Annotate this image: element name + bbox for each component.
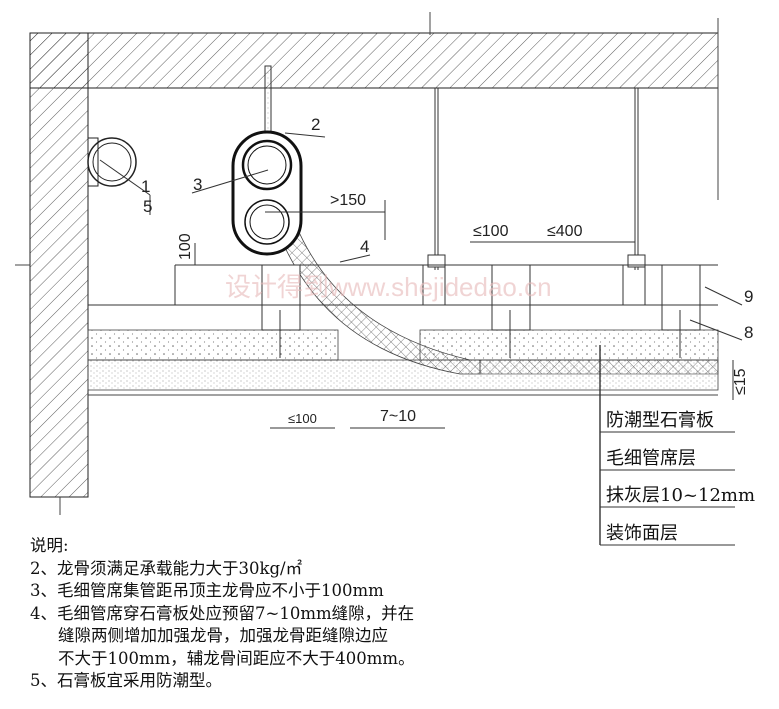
layer-label: 装饰面层 (606, 523, 678, 544)
dim-keel-spacing: ≤400 (547, 223, 583, 240)
callout-1: 1 (141, 177, 150, 196)
callout-9: 9 (744, 287, 753, 306)
concrete-slab (15, 12, 719, 515)
capillary-mat (267, 187, 481, 375)
leader-lines (99, 132, 743, 546)
note-item: 4、毛细管席穿石膏板处应预留7~10mm缝隙，并在 (30, 603, 415, 623)
note-item: 3、毛细管席集管距吊顶主龙骨应不小于100mm (30, 581, 384, 600)
note-item: 5、石膏板宜采用防潮型。 (30, 671, 222, 690)
note-item: 缝隙两侧增加加强龙骨，加强龙骨距缝隙边应 (58, 626, 388, 645)
callout-4: 4 (360, 237, 369, 256)
layer-label: 毛细管席层 (606, 448, 696, 469)
notes: 说明: 2、龙骨须满足承载能力大于30kg/㎡ 3、毛细管席集管距吊顶主龙骨应不… (30, 535, 415, 693)
callout-8: 8 (744, 323, 753, 342)
layer-label: 防潮型石膏板 (606, 409, 714, 431)
dim-layer-thickness: ≤15 (732, 368, 749, 395)
dim-gap: 7~10 (380, 408, 416, 425)
callout-3: 3 (193, 175, 202, 194)
dim-pipe-offset: >150 (330, 192, 366, 209)
dim-keel-edge: ≤100 (473, 223, 509, 240)
wall-pipe (87, 137, 137, 187)
ceiling-layers (87, 329, 719, 396)
sub-keels (261, 264, 701, 358)
note-item: 不大于100mm，辅龙骨间距应不大于400mm。 (58, 648, 415, 668)
note-item: 2、龙骨须满足承载能力大于30kg/㎡ (30, 558, 303, 578)
notes-title: 说明: (30, 536, 69, 555)
header-pipe-clamp (231, 130, 303, 256)
dim-bottom-edge: ≤100 (288, 411, 317, 426)
dim-clamp-gap: 100 (177, 233, 194, 260)
callout-5: 5 (143, 197, 152, 216)
watermark: 设计得到www.shejidedao.cn (225, 272, 552, 302)
callout-2: 2 (311, 115, 320, 134)
layer-label: 抹灰层10~12mm (606, 485, 755, 506)
